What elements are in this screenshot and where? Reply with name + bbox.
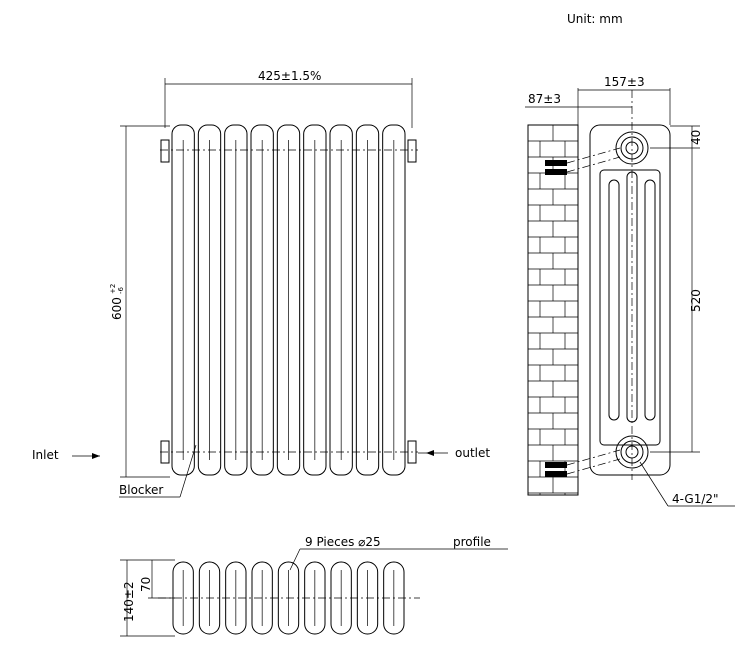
bottom-depth-dimension: 140±2 [122,581,136,622]
top-dimension: 40 [689,130,703,145]
wall-bricks [527,124,621,496]
radiator-column [382,124,406,476]
blocker-label: Blocker [119,483,163,497]
connection-label: 4-G1/2" [672,492,719,506]
depth-dimension: 157±3 [604,75,645,89]
radiator-column [224,124,248,476]
radiator-column [276,124,301,476]
svg-text:-6: -6 [117,286,125,294]
bottom-half-dimension: 70 [139,577,153,592]
radiator-column [355,124,380,476]
bottom-view [158,561,420,635]
svg-text:+2: +2 [109,284,117,294]
center-distance-dimension: 520 [689,289,703,312]
svg-text:600: 600 [110,297,124,320]
radiator-column [329,124,353,476]
unit-label: Unit: mm [567,12,623,26]
inlet-label: Inlet [32,448,59,462]
radiator-column [250,124,274,476]
wall-distance-dimension: 87±3 [528,92,561,106]
height-dimension: 600 +2 -6 [109,284,125,320]
front-view [160,124,418,476]
profile-label: profile [453,535,491,549]
radiator-column [197,124,222,476]
column-profile [198,561,221,635]
width-dimension: 425±1.5% [258,69,321,83]
pieces-label: 9 Pieces ⌀25 [305,535,381,549]
outlet-label: outlet [455,446,490,460]
radiator-column [303,124,327,476]
radiator-column [171,124,195,476]
